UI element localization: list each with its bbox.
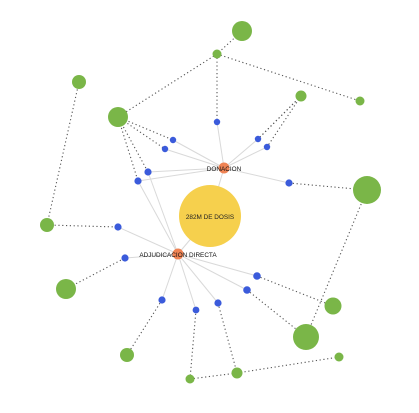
solid-edge-5 (223, 138, 259, 169)
solid-edge-17 (177, 253, 219, 304)
blue-node-14 (214, 299, 222, 307)
blue-node-12 (243, 286, 251, 294)
blue-node-13 (158, 296, 166, 304)
solid-edge-13 (124, 253, 179, 259)
green-node-14 (231, 367, 243, 379)
center-node (179, 185, 241, 247)
blue-node-7 (134, 177, 142, 185)
green-node-5 (355, 96, 365, 106)
blue-node-3 (213, 118, 221, 126)
dotted-edge-18 (126, 299, 163, 356)
labels-layer: 282M DE DOSIS DONACION ADJUDICACION DIRE… (139, 166, 241, 259)
solid-edge-10 (147, 171, 179, 255)
dotted-edge-2 (117, 53, 218, 118)
green-node-4 (295, 90, 307, 102)
solid-edge-11 (137, 180, 179, 255)
solid-edge-8 (223, 167, 290, 184)
solid-edge-16 (161, 253, 179, 301)
blue-node-8 (285, 179, 293, 187)
solid-edge-6 (223, 146, 268, 169)
solid-edge-7 (147, 167, 225, 173)
green-node-7 (353, 176, 381, 204)
dotted-edge-9 (46, 224, 119, 228)
solid-edge-9 (137, 167, 225, 182)
green-node-11 (293, 324, 319, 350)
dotted-edge-4 (117, 116, 174, 141)
blue-node-9 (114, 223, 122, 231)
blue-node-6 (144, 168, 152, 176)
solid-edge-3 (164, 148, 225, 169)
dotted-edge-12 (266, 95, 302, 148)
dotted-edge-19 (189, 309, 197, 380)
green-node-10 (324, 297, 342, 315)
solid-edge-12 (117, 226, 179, 255)
blue-node-1 (169, 136, 177, 144)
dotted-edge-3 (216, 53, 361, 102)
green-node-3 (72, 75, 86, 89)
dotted-edge-17 (246, 289, 307, 338)
green-node-9 (56, 279, 76, 299)
green-node-15 (185, 374, 195, 384)
blue-node-2 (161, 145, 169, 153)
nodes-layer (40, 21, 381, 384)
dotted-edge-6 (117, 116, 149, 173)
hub-donacion-label: DONACION (207, 166, 242, 173)
dotted-edge-7 (117, 116, 139, 182)
hub-node-donacion (218, 162, 230, 174)
dotted-edge-15 (305, 189, 368, 338)
blue-node-4 (254, 135, 262, 143)
blue-node-11 (253, 272, 261, 280)
blue-node-10 (121, 254, 129, 262)
solid-edge-4 (216, 121, 225, 169)
green-node-2 (212, 49, 222, 59)
dotted-edge-22 (236, 356, 340, 374)
blue-node-15 (192, 306, 200, 314)
green-node-12 (120, 348, 134, 362)
dotted-edge-20 (217, 302, 238, 374)
hub-adjudicacion-label: ADJUDICACION DIRECTA (139, 252, 217, 259)
center-node-label: 282M DE DOSIS (186, 214, 234, 221)
green-node-13 (334, 352, 344, 362)
dotted-edge-21 (189, 372, 238, 380)
green-node-1 (232, 21, 252, 41)
hub-node-adjudicacion (172, 248, 184, 260)
solid-edge-18 (177, 253, 197, 311)
dotted-edge-8 (46, 81, 80, 226)
solid-edge-14 (177, 253, 258, 277)
solid-edge-15 (177, 253, 248, 291)
solid-edge-2 (172, 139, 225, 169)
green-node-6 (108, 107, 128, 127)
green-node-8 (40, 218, 54, 232)
dotted-edge-16 (256, 275, 334, 307)
dotted-edge-13 (257, 95, 302, 140)
blue-node-5 (263, 143, 271, 151)
